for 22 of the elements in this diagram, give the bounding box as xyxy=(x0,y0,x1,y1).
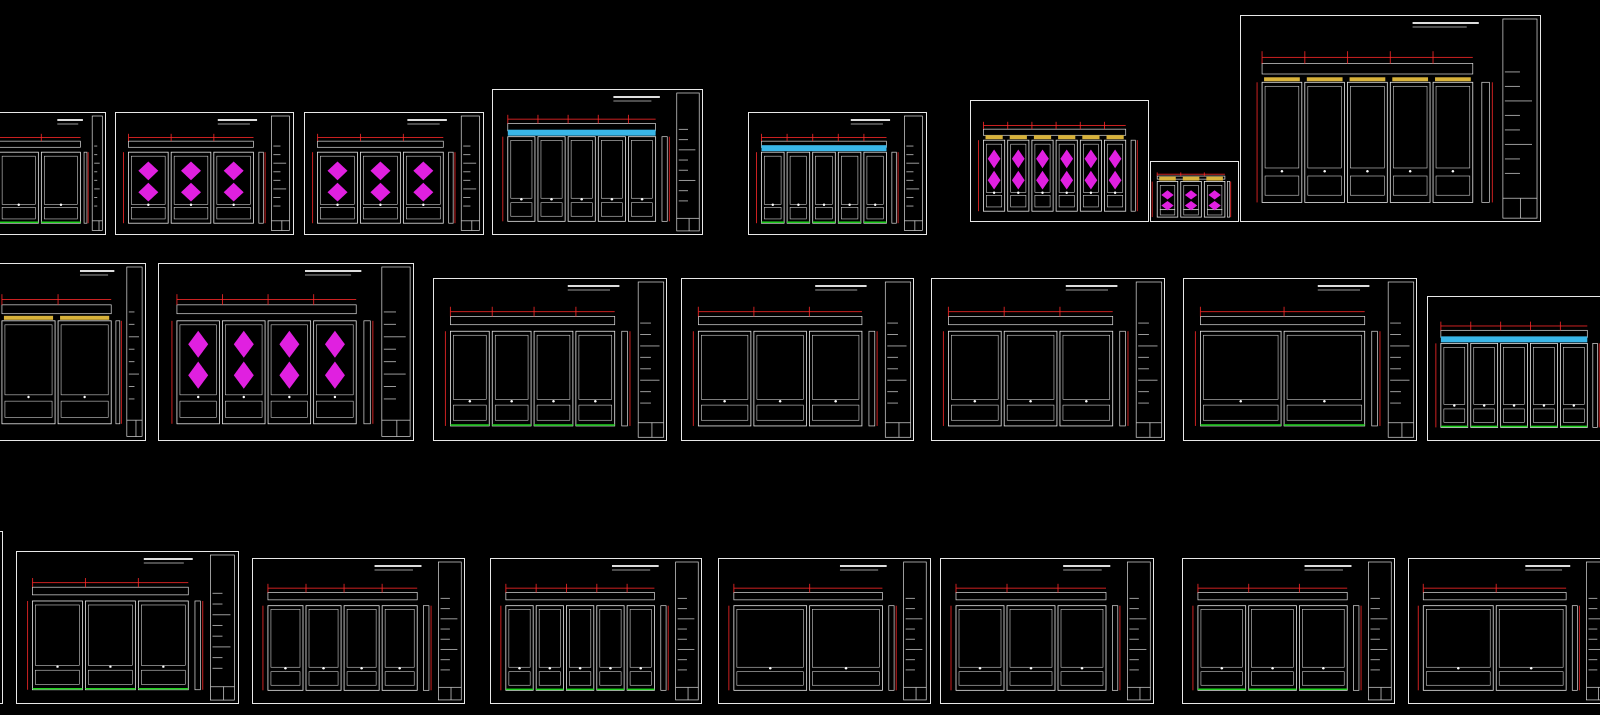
drawing-sheet xyxy=(252,558,466,705)
drawing-sheet xyxy=(491,88,704,235)
drawing-sheet xyxy=(1408,558,1600,705)
drawing-sheet xyxy=(489,558,702,705)
drawing-sheet xyxy=(680,277,915,441)
drawing-sheet xyxy=(0,263,146,441)
drawing-sheet xyxy=(1150,161,1239,223)
drawing-sheet xyxy=(0,112,107,235)
drawing-sheet xyxy=(1182,277,1418,441)
drawing-sheet xyxy=(1426,295,1600,441)
drawing-sheet xyxy=(432,277,668,441)
drawing-sheet xyxy=(747,112,927,235)
drawing-sheet xyxy=(970,100,1149,223)
drawing-sheet xyxy=(930,277,1166,441)
drawing-sheet xyxy=(115,112,294,235)
drawing-sheet xyxy=(1181,558,1395,705)
drawing-sheet xyxy=(1239,15,1541,223)
drawing-sheet xyxy=(158,263,415,441)
drawing-sheet xyxy=(304,112,484,235)
drawing-sheet xyxy=(718,558,931,705)
drawing-sheet xyxy=(16,551,239,705)
drawing-sheet xyxy=(939,558,1155,705)
